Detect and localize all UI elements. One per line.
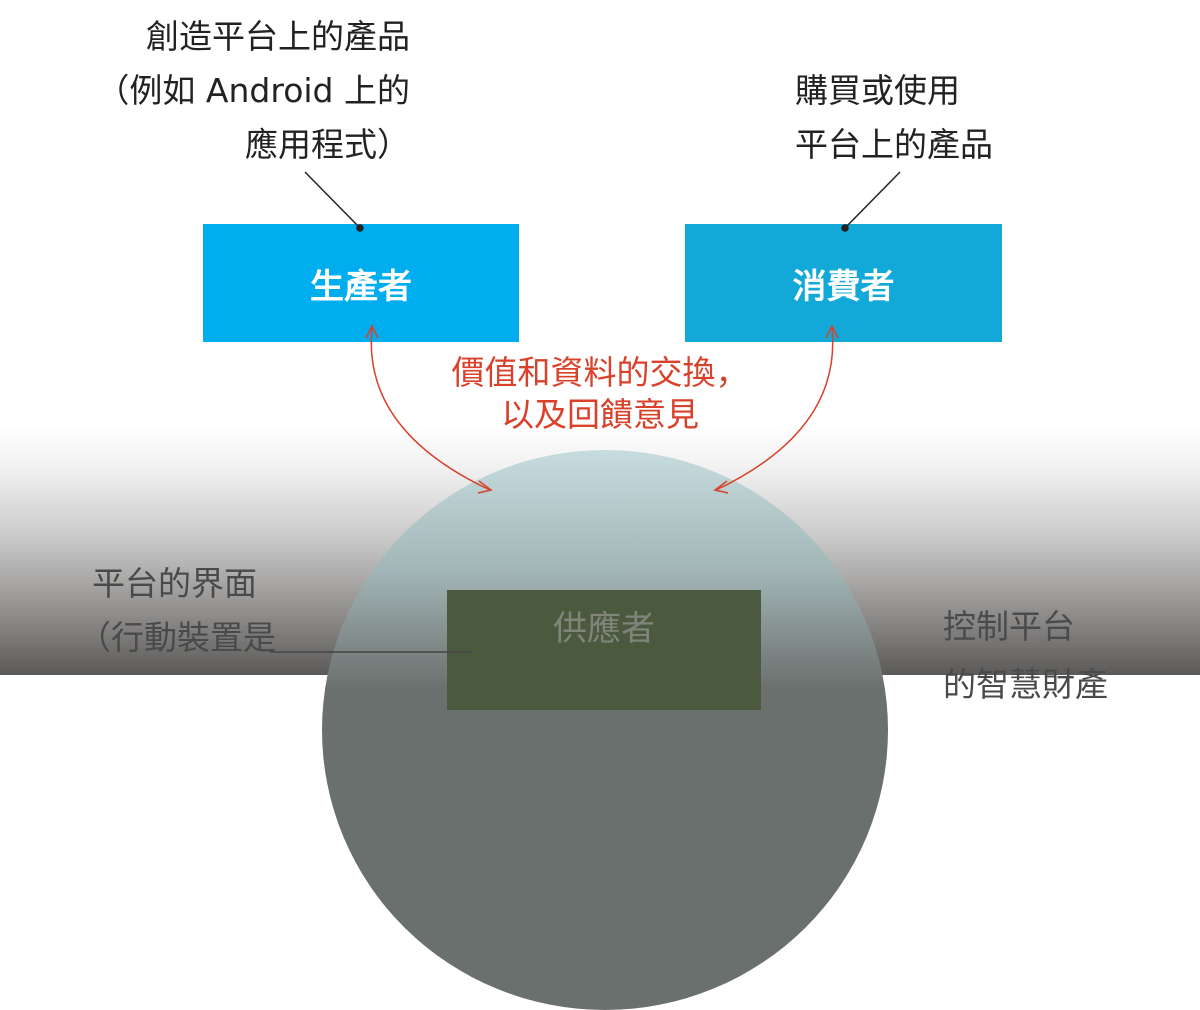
producer-exchange-arrow [370, 327, 491, 491]
consumer-note-line: 平台上的產品 [795, 125, 993, 164]
consumer-pointer [844, 171, 901, 229]
producer-note: 創造平台上的產品 （例如 Android 上的 應用程式） [96, 10, 410, 172]
producer-box: 生產者 [203, 224, 519, 342]
consumer-box: 消費者 [685, 224, 1002, 342]
producer-pointer [304, 171, 361, 229]
producer-note-line: 應用程式） [245, 125, 410, 164]
consumer-note-line: 購買或使用 [795, 71, 960, 110]
exchange-line: 以及回饋意見 [501, 395, 699, 434]
consumer-pointer-dot [841, 224, 849, 232]
left-note: 平台的界面 （行動裝置是 [78, 557, 276, 665]
producer-note-line: 創造平台上的產品 [146, 17, 410, 56]
producer-note-line: （例如 Android 上的 [96, 71, 410, 110]
arrowhead-icon [713, 480, 729, 494]
arrowhead-icon [365, 324, 379, 339]
exchange-label: 價值和資料的交換， 以及回饋意見 [380, 352, 820, 436]
left-note-line: 平台的界面 [92, 564, 257, 603]
right-note-line: 控制平台 [943, 607, 1075, 646]
left-note-line: （行動裝置是 [78, 618, 276, 657]
arrowhead-icon [825, 324, 839, 339]
exchange-line: 價值和資料的交換， [451, 353, 749, 392]
arrowhead-icon [477, 480, 493, 494]
consumer-exchange-arrow [715, 327, 834, 491]
connectors [270, 171, 901, 653]
consumer-note: 購買或使用 平台上的產品 [795, 64, 993, 172]
producer-pointer-dot [356, 224, 364, 232]
